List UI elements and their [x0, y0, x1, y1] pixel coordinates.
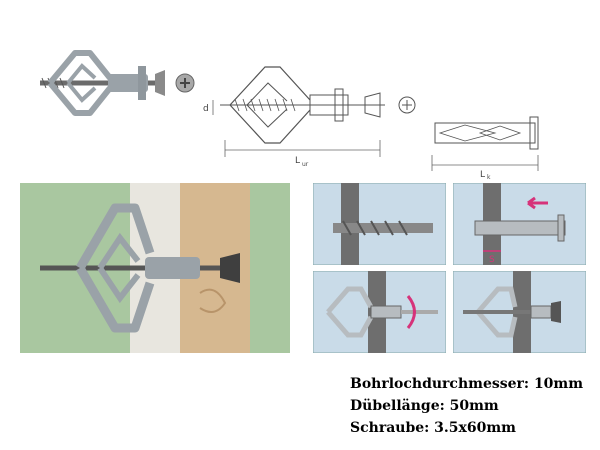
dimension-l-compact-sub: k	[487, 174, 491, 180]
compact-anchor-drawing: L k	[420, 95, 590, 181]
dimension-d: d	[203, 104, 209, 114]
screw-spec: Schraube: 3.5x60mm	[350, 420, 516, 436]
installation-steps: S	[312, 182, 587, 354]
dimension-l-compact: L	[480, 170, 485, 180]
gap-label: S	[489, 255, 495, 265]
expanded-anchor-drawing: d L ur	[195, 45, 435, 175]
dimension-l-expanded-sub: ur	[302, 161, 309, 168]
dimension-l-expanded: L	[295, 156, 300, 166]
wall-installation-photo	[20, 183, 290, 353]
step-4-final	[452, 270, 587, 354]
step-2-insert: S	[452, 182, 587, 266]
step-1-drilling	[312, 182, 447, 266]
anchor-photo	[20, 38, 200, 128]
bore-diameter-spec: Bohrlochdurchmesser: 10mm	[350, 376, 584, 392]
product-specs: Bohrlochdurchmesser: 10mm Dübellänge: 50…	[350, 373, 600, 439]
step-3-expand	[312, 270, 447, 354]
anchor-length-spec: Dübellänge: 50mm	[350, 398, 499, 414]
